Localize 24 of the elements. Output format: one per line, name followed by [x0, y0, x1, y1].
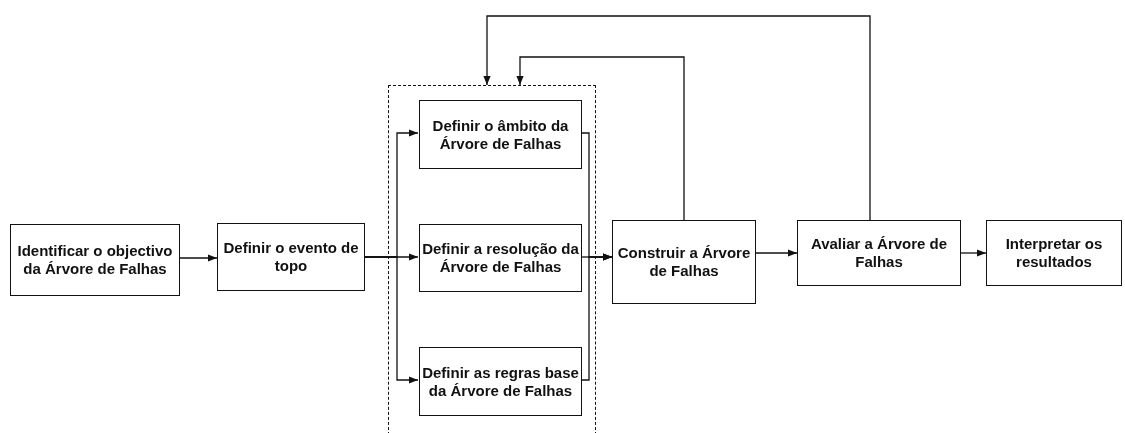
box-label: Construir a Árvore de Falhas	[616, 244, 752, 280]
arrow	[364, 256, 419, 384]
box-label: Definir o evento de topo	[222, 239, 360, 275]
arrow	[960, 249, 987, 257]
box-label: Definir o âmbito da Árvore de Falhas	[431, 116, 570, 153]
arrow	[580, 253, 613, 381]
process-box	[419, 224, 582, 292]
box-label: Definir as regras base da Árvore de Falhas	[421, 363, 580, 400]
arrow	[516, 56, 685, 221]
process-box	[797, 220, 961, 286]
box-label: Definir a resolução da Árvore de Falhas	[421, 240, 580, 276]
process-box	[419, 100, 582, 169]
arrow	[483, 15, 871, 221]
dashed-group-frame	[388, 85, 596, 433]
process-box	[10, 224, 180, 296]
arrow	[179, 254, 218, 262]
box-label: Interpretar os resultados	[1004, 235, 1104, 271]
box-label: Avaliar a Árvore de Falhas	[809, 235, 949, 271]
arrow	[755, 249, 798, 257]
box-label: Identificar o objectivo da Árvore de Falhas	[16, 242, 174, 278]
process-box	[986, 220, 1122, 286]
process-box	[217, 223, 365, 291]
process-box	[419, 347, 582, 416]
process-box	[612, 220, 756, 304]
